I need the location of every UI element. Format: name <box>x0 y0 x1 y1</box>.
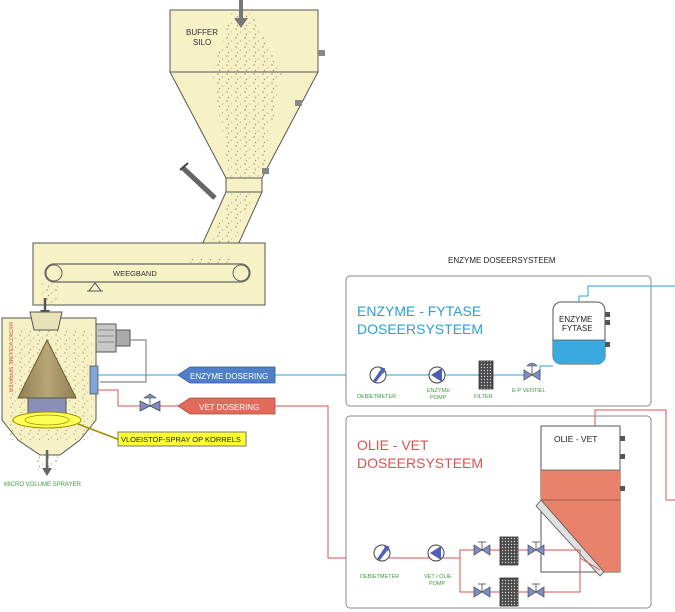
enzyme-pomp: ENZYME POMP <box>427 366 450 401</box>
enzyme-dosering-arrow: ENZYME DOSERING <box>177 366 276 384</box>
olie-vet-tank: OLIE - VET <box>535 425 625 577</box>
vloeistof-spray-label: VLOEISTOF-SPRAY OP KORRELS <box>121 435 241 444</box>
enzyme-system-title-1: ENZYME - FYTASE <box>357 303 481 319</box>
enzyme-system-title-2: DOSEERSYSTEEM <box>357 321 483 337</box>
oil-system-title-2: DOSEERSYSTEEM <box>357 455 483 471</box>
vet-dosering-label: VET DOSERING <box>199 403 259 412</box>
oil-lower-branch <box>473 577 545 607</box>
enzyme-filter: FILTER <box>474 360 494 400</box>
micro-volume-sprayer: MICRO VOLUME SPRAYER MICRO VOLUME SPRAYE… <box>1 311 147 488</box>
enzyme-pomp-label-1: ENZYME <box>427 388 450 394</box>
vet-dosering-arrow: VET DOSERING <box>177 397 276 415</box>
oil-pomp-label-2: POMP <box>429 581 446 587</box>
oil-system-title-1: OLIE - VET <box>357 437 429 453</box>
buffer-silo-label-2: SILO <box>193 38 211 47</box>
enzyme-tank-label-2: FYTASE <box>562 324 593 333</box>
buffer-silo-label-1: BUFFER <box>186 28 218 37</box>
oil-debietmeter-label: DEBIETMETER <box>360 574 399 580</box>
oil-upper-branch <box>473 536 545 566</box>
enzyme-fytase-tank: ENZYME FYTASE <box>552 296 610 365</box>
enzyme-filter-label: FILTER <box>474 394 493 400</box>
oil-pomp-label-1: VET / OLIE <box>424 574 452 580</box>
weegband-label: WEEGBAND <box>113 269 157 278</box>
enzyme-pomp-label-2: POMP <box>430 395 447 401</box>
enzyme-dosering-label: ENZYME DOSERING <box>190 372 268 381</box>
oil-pomp: VET / OLIE POMP <box>424 544 452 587</box>
enzyme-debietmeter-label: DEBIETMETER <box>357 394 396 400</box>
enzyme-ep-ventiel: E-P VENTIEL <box>512 362 546 394</box>
enzyme-tank-label-1: ENZYME <box>559 315 592 324</box>
oil-debietmeter: DEBIETMETER <box>360 544 399 580</box>
vloeistof-spray-box <box>117 431 247 447</box>
enzyme-ventiel-label: E-P VENTIEL <box>512 388 546 394</box>
weegband: WEEGBAND <box>32 242 266 306</box>
buffer-silo: BUFFER SILO <box>169 0 325 200</box>
enzyme-debietmeter: DEBIETMETER <box>357 366 396 400</box>
enzyme-system-header: ENZYME DOSEERSYSTEEM <box>448 256 556 265</box>
micro-volume-sprayer-vertical-label: MICRO VOLUME SPRAYER <box>7 322 13 393</box>
oil-tank-label: OLIE - VET <box>554 434 597 444</box>
red-line-valve <box>139 393 161 412</box>
micro-volume-sprayer-label: MICRO VOLUME SPRAYER <box>4 482 82 488</box>
